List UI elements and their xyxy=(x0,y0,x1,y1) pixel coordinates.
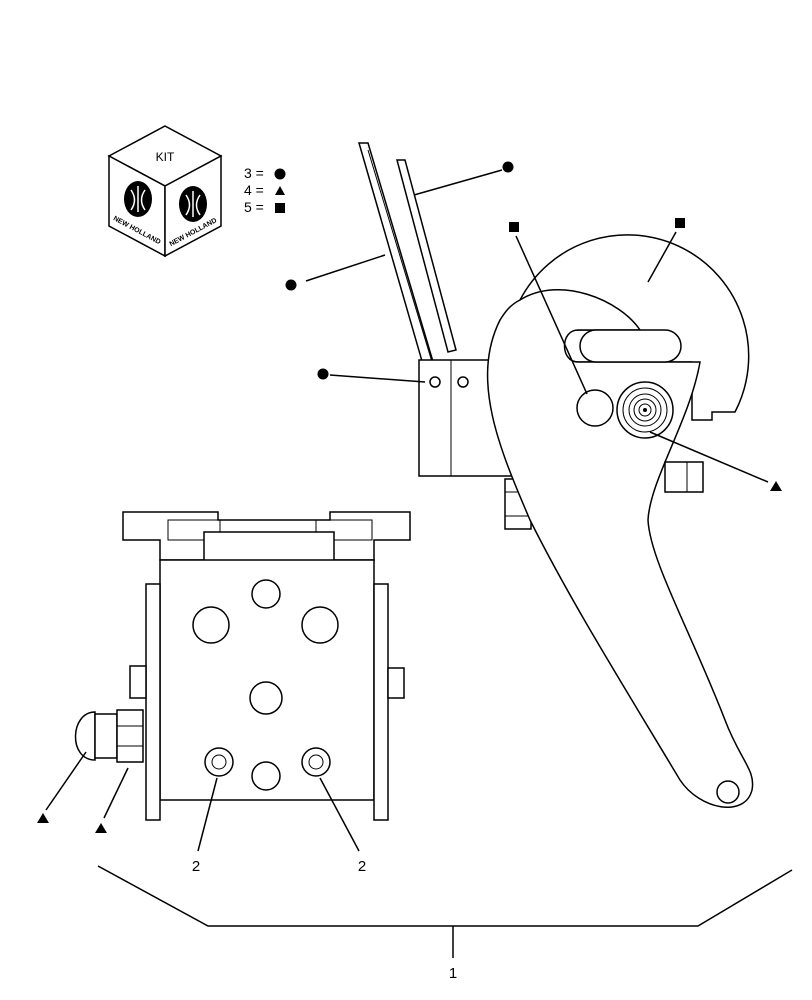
bracket-hole-right xyxy=(457,376,469,388)
kit-cube-icon: KIT NEW HOLLAND NEW HOLLAND xyxy=(107,125,223,258)
new-holland-logo-right xyxy=(179,186,207,222)
assembly-bracket: 1 xyxy=(97,865,793,982)
legend-item-5: 5 = xyxy=(244,199,264,215)
bushing-left xyxy=(204,747,234,777)
callout-assembly-1: 1 xyxy=(449,965,457,982)
upper-assembly xyxy=(285,142,782,808)
side-flange-right xyxy=(373,583,389,821)
callout-circle-icon xyxy=(285,279,297,291)
callout-square-icon xyxy=(509,222,519,232)
callout-square-icon xyxy=(675,218,685,228)
callout-part-2-right: 2 xyxy=(358,858,366,875)
pivot-hole xyxy=(576,389,614,427)
legend-item-3: 3 = xyxy=(244,165,264,181)
callout-part-2-left: 2 xyxy=(192,858,200,875)
side-tab-left xyxy=(129,665,147,699)
arm-end-hole xyxy=(716,780,740,804)
bushing-right xyxy=(301,747,331,777)
lever-slot xyxy=(579,329,682,363)
legend-circle-icon xyxy=(274,168,286,180)
legend-item-4: 4 = xyxy=(244,182,264,198)
kit-label: KIT xyxy=(156,150,175,164)
strip-right xyxy=(396,159,457,353)
side-tab-right xyxy=(387,667,405,699)
arm-bolt xyxy=(664,461,704,493)
callout-triangle-icon xyxy=(770,481,782,491)
kit-legend: 3 = 4 = 5 = xyxy=(244,165,286,215)
callout-triangle-icon xyxy=(95,823,107,833)
legend-square-icon xyxy=(275,203,285,213)
callout-circle-icon xyxy=(317,368,329,380)
callout-triangle-icon xyxy=(37,813,49,823)
side-flange-left xyxy=(145,583,161,821)
new-holland-logo-left xyxy=(124,181,152,217)
lower-assembly: 2 2 xyxy=(37,511,411,875)
callout-circle-icon xyxy=(502,161,514,173)
legend-triangle-icon xyxy=(275,186,285,195)
bracket-hole-left xyxy=(429,376,441,388)
carriage-bolt xyxy=(74,709,144,763)
spring-icon xyxy=(616,381,674,439)
lever-arm xyxy=(486,289,754,808)
